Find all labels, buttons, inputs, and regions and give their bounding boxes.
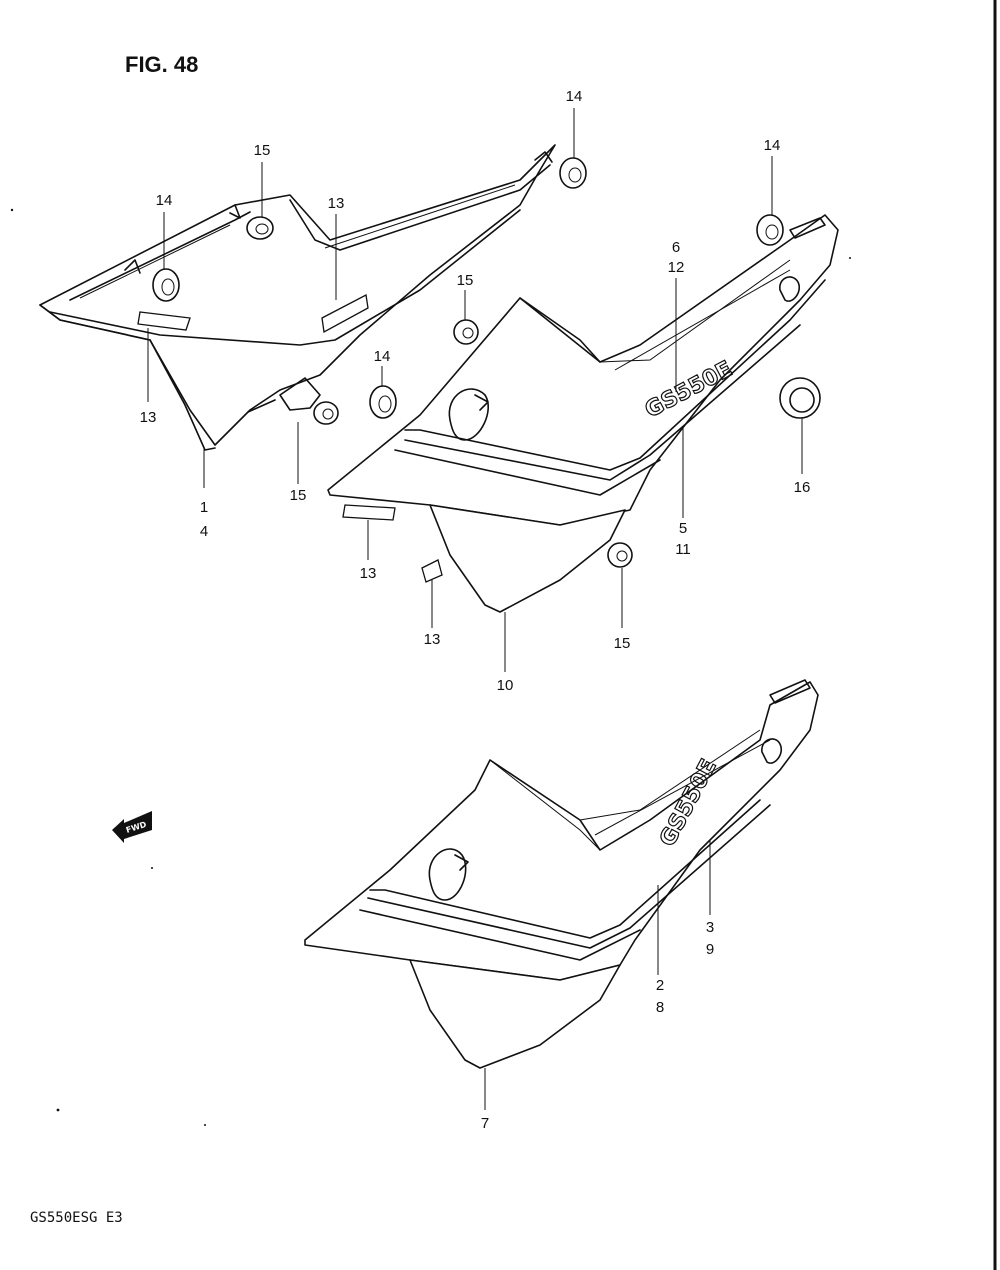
- grommet-14-b: [559, 157, 587, 189]
- callout-13-d: 13: [424, 631, 441, 648]
- grommet-15-a: [246, 216, 274, 240]
- cushion-pad: [421, 559, 443, 583]
- callout-12: 12: [668, 259, 685, 276]
- callout-6: 6: [672, 239, 680, 256]
- callout-11: 11: [675, 541, 691, 558]
- grommet-16: [779, 377, 821, 419]
- grommet-15-b: [453, 319, 479, 345]
- stray-dot: [849, 257, 851, 259]
- callout-14-b: 14: [566, 88, 583, 105]
- frame-cover-lower: [304, 679, 819, 1069]
- grommet-15-d: [607, 542, 633, 568]
- callout-15-c: 15: [290, 487, 307, 504]
- callout-10: 10: [497, 677, 514, 694]
- cushion-pad: [342, 504, 396, 521]
- callout-15-b: 15: [457, 272, 474, 289]
- grommet-14-a: [152, 268, 180, 302]
- figure-title: FIG. 48: [125, 52, 198, 77]
- callout-2: 2: [656, 977, 664, 994]
- callout-4: 4: [200, 523, 208, 540]
- callout-13-a: 13: [328, 195, 345, 212]
- callout-15-a: 15: [254, 142, 271, 159]
- callout-13-b: 13: [140, 409, 157, 426]
- grommet-15-c: [313, 401, 339, 425]
- callout-9: 9: [706, 941, 714, 958]
- cushion-pad: [321, 294, 369, 334]
- frame-cover-right: [327, 214, 839, 613]
- cushion-pad: [137, 311, 191, 331]
- stray-dot: [204, 1124, 206, 1126]
- grommet-14-c: [756, 214, 784, 246]
- callout-13-c: 13: [360, 565, 377, 582]
- callout-14-c: 14: [764, 137, 781, 154]
- callout-5: 5: [679, 520, 687, 537]
- forward-arrow-icon: FWD: [112, 811, 152, 843]
- model-code: GS550ESG E3: [30, 1210, 123, 1226]
- stray-dot: [10, 208, 14, 212]
- inner-frame-cover: [39, 144, 556, 451]
- callout-16: 16: [794, 479, 811, 496]
- callout-7: 7: [481, 1115, 489, 1132]
- callout-8: 8: [656, 999, 664, 1016]
- callout-15-d: 15: [614, 635, 631, 652]
- callout-1: 1: [200, 499, 208, 516]
- stray-dot: [151, 867, 153, 869]
- callout-14-d: 14: [374, 348, 391, 365]
- leader-lines: [147, 108, 803, 1110]
- grommet-14-d: [369, 385, 397, 419]
- stray-dot: [56, 1108, 60, 1112]
- callout-3: 3: [706, 919, 714, 936]
- callout-14-a: 14: [156, 192, 173, 209]
